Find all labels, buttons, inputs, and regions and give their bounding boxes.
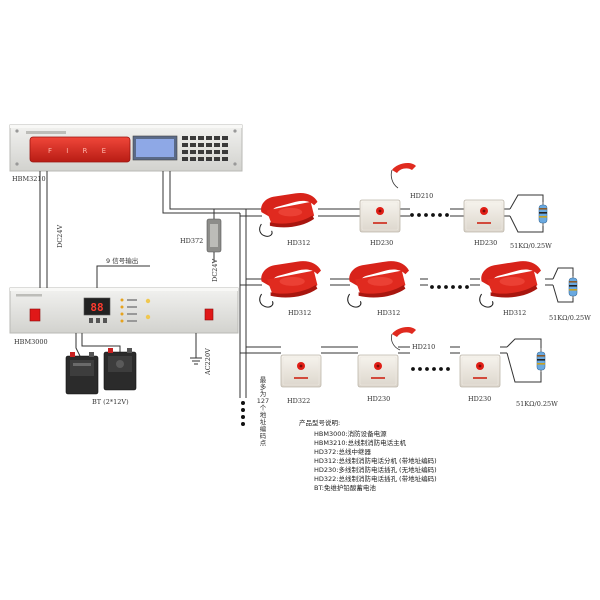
legend-line: HBM3210:总线制消防电话主机 [314,438,407,447]
svg-text:址: 址 [260,417,267,426]
max-127-address-label: 最 多 为 127 个 地 址 编 码 点 [257,376,269,447]
row3-dots [411,367,450,371]
hd372-repeater [206,218,222,262]
battery-icon [65,348,137,395]
svg-text:HD210: HD210 [410,192,433,200]
hbm3000-power-unit: 88 [9,287,239,334]
svg-text:点: 点 [260,439,267,447]
svg-text:码: 码 [260,432,267,440]
row2-resistor [568,271,578,303]
row2-phone1-label: HD312 [288,309,311,317]
wires [39,171,574,398]
legend-title: 产品型号说明: [299,418,340,427]
lcd-display [136,139,174,157]
row2-phone2-label: HD312 [377,309,400,317]
row2-phone1 [259,260,322,308]
row3-resistor [536,345,546,377]
legend-line: HD230:多线制消防电话插孔 (无地址编码) [314,465,437,474]
row1-jack2-label: HD230 [474,239,497,247]
small-handset-icon: HD210 [390,163,433,200]
power-switch-left [29,308,41,322]
svg-text:127: 127 [257,397,269,405]
indicator-leds [120,298,151,323]
svg-text:编: 编 [260,424,267,433]
row1-jack2 [463,199,505,233]
svg-text:多: 多 [260,382,267,391]
bus-continuation-dots [241,401,245,426]
row2-phone3-label: HD312 [503,309,526,317]
svg-text:HD210: HD210 [412,343,435,351]
row3-jack3 [459,354,501,388]
dc24v-mid-label: DC24V [211,259,219,282]
battery-label: BT (2*12V) [92,398,129,406]
row3-resistor-label: 51KΩ/0.25W [516,400,558,408]
keypad [182,136,228,161]
row3-jack1-label: HD322 [287,397,310,405]
hd372-label: HD372 [180,237,203,245]
row1-phone1-label: HD312 [287,239,310,247]
row1-jack1 [359,199,401,233]
hbm3210-host-unit: F I R E [9,124,243,172]
row1-resistor [538,198,548,230]
ac220v-label: AC220V [204,348,212,376]
row3-jack1 [280,354,322,388]
row2-phone3 [479,260,542,308]
row1-jack1-label: HD230 [370,239,393,247]
row2-dots [430,285,469,289]
power-switch-right [204,308,214,321]
dc24v-left-label: DC24V [56,225,64,248]
row3-jack2 [357,354,399,388]
legend-line: HD312:总线制消防电话分机 (带地址编码) [314,456,437,465]
red-panel-text: F I R E [48,147,112,155]
row1-resistor-label: 51KΩ/0.25W [510,242,552,250]
legend-line: HBM3000:消防设备电源 [314,429,387,438]
row1-phone-hd312 [259,192,319,237]
legend-line: HD372:总线中继器 [314,447,371,456]
legend-line: HD322:总线制消防电话插孔 (带地址编码) [314,474,437,483]
hbm3210-label: HBM3210 [12,175,46,183]
svg-text:地: 地 [260,410,267,419]
row2-phone2 [347,260,410,308]
svg-text:个: 个 [260,404,267,412]
hbm3000-label: HBM3000 [14,338,48,346]
svg-text:最: 最 [260,376,267,384]
fire-alarm-red-panel [29,136,131,163]
signal-output-label: 9 信号输出 [106,256,138,265]
row1-dots [410,213,449,217]
legend-line: BT:免维护铅酸蓄电池 [314,483,376,492]
model-legend: 产品型号说明: HBM3000:消防设备电源 HBM3210:总线制消防电话主机… [299,418,437,492]
row3-jack3-label: HD230 [468,395,491,403]
svg-text:为: 为 [260,389,267,398]
row2-resistor-label: 51KΩ/0.25W [549,314,591,322]
small-handset-icon-row3: HD210 [391,327,435,351]
row3-jack2-label: HD230 [367,395,390,403]
digit-display: 88 [90,301,103,314]
